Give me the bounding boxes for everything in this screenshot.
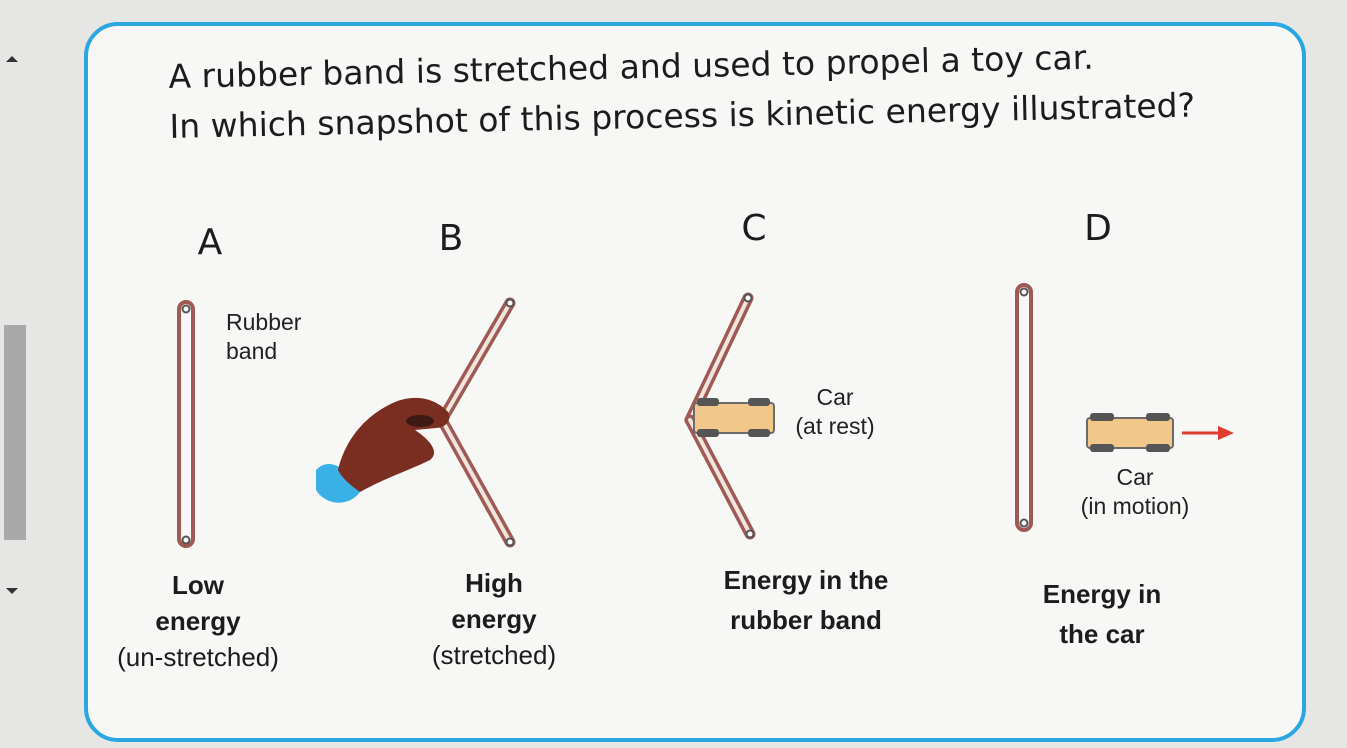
caption-d-line-2: the car: [1059, 619, 1145, 649]
caption-c-line-2: rubber band: [730, 605, 882, 635]
caption-d-line-1: Energy in: [1042, 579, 1162, 609]
rubber-band-stretched: [436, 297, 516, 548]
car-in-motion-label-2: (in motion): [1080, 493, 1190, 519]
rubber-band-label-text: Rubber band: [226, 309, 302, 364]
car-in-motion-label: Car (in motion): [1062, 463, 1208, 521]
caption-c-line-1: Energy in the: [723, 565, 889, 595]
scroll-down-icon[interactable]: [6, 588, 18, 594]
panel-letter-c: C: [741, 208, 767, 249]
caption-b-line-1: High: [465, 568, 523, 598]
panel-letter-b: B: [438, 218, 464, 259]
car-in-motion-icon: [1086, 413, 1174, 452]
car-at-rest-label: Car (at rest): [770, 383, 900, 441]
rubber-band-unstretched: [177, 300, 195, 548]
caption-c: Energy in the rubber band: [676, 562, 936, 638]
scrollbar[interactable]: [0, 40, 30, 600]
motion-arrow-icon: [1182, 426, 1234, 440]
car-at-rest-icon: [693, 398, 775, 437]
question-card: A rubber band is stretched and used to p…: [84, 22, 1306, 742]
caption-a-line-1: Low: [172, 570, 224, 600]
caption-a: Low energy (un-stretched): [68, 567, 328, 675]
scroll-up-icon[interactable]: [6, 56, 18, 62]
caption-d: Energy in the car: [972, 576, 1232, 652]
caption-b-line-3: (stretched): [431, 640, 557, 670]
caption-b-line-2: energy: [451, 604, 537, 634]
panel-letter-a: A: [197, 222, 223, 263]
rubber-band-label: Rubber band: [226, 308, 326, 366]
caption-b: High energy (stretched): [364, 565, 624, 673]
scroll-thumb[interactable]: [4, 325, 26, 540]
car-at-rest-label-1: Car: [816, 384, 854, 410]
hand-icon: [316, 397, 450, 503]
caption-a-line-3: (un-stretched): [117, 642, 279, 672]
caption-a-line-2: energy: [155, 606, 241, 636]
car-in-motion-label-1: Car: [1116, 464, 1154, 490]
rubber-band-released: [1015, 283, 1033, 532]
car-at-rest-label-2: (at rest): [795, 413, 875, 439]
panel-letter-d: D: [1084, 208, 1112, 249]
